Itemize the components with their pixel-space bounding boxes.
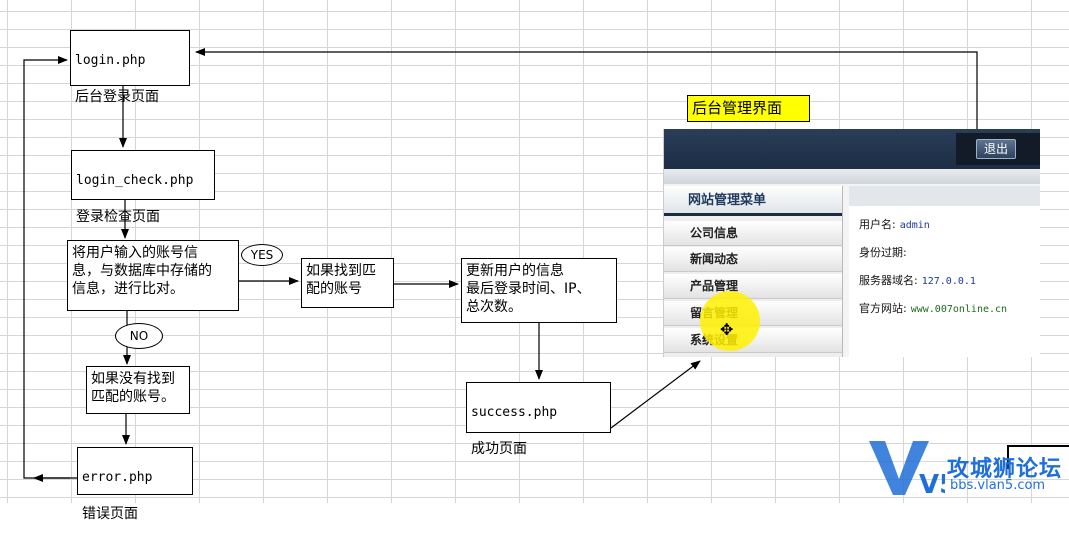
cursor-highlight bbox=[700, 291, 760, 351]
error-filename: error.php bbox=[82, 470, 153, 485]
box-not-found: 如果没有找到 匹配的账号。 bbox=[86, 366, 190, 414]
official-site-value[interactable]: www.007online.cn bbox=[910, 304, 1008, 315]
watermark-logo-text: V5 bbox=[919, 470, 945, 499]
info-row-identity-expiry: 身份过期: bbox=[859, 244, 911, 260]
logout-button[interactable]: 退出 bbox=[976, 139, 1016, 159]
cell-edge-box bbox=[1007, 445, 1069, 469]
menu-title: 网站管理菜单 bbox=[664, 186, 842, 216]
box-found: 如果找到匹 配的账号 bbox=[301, 258, 394, 308]
admin-sidebar-menu: 网站管理菜单 公司信息 新闻动态 产品管理 留言管理 系统设置 bbox=[664, 186, 843, 357]
yes-label: YES bbox=[241, 244, 283, 266]
success-description: 成功页面 bbox=[471, 441, 527, 457]
server-domain-value: 127.0.0.1 bbox=[921, 276, 976, 287]
mouse-cursor-icon: ✥ bbox=[720, 320, 734, 339]
watermark-logo-icon: V5 bbox=[869, 441, 945, 499]
watermark-text: 攻城狮论坛 bbox=[947, 457, 1063, 482]
identity-expiry-label: 身份过期: bbox=[859, 246, 907, 259]
username-label: 用户名: bbox=[859, 218, 896, 231]
menu-item-news[interactable]: 新闻动态 bbox=[664, 247, 842, 272]
info-row-server-domain: 服务器域名:127.0.0.1 bbox=[859, 272, 976, 288]
flow-arrows bbox=[23, 48, 978, 482]
admin-info-panel: 用户名:admin 身份过期: 服务器域名:127.0.0.1 官方网站:www… bbox=[849, 186, 1040, 357]
box-compare: 将用户输入的账号信 息，与数据库中存储的 信息，进行比对。 bbox=[67, 240, 239, 311]
no-label: NO bbox=[115, 323, 163, 349]
server-domain-label: 服务器域名: bbox=[859, 274, 918, 287]
username-value: admin bbox=[899, 220, 930, 231]
admin-subheader-strip bbox=[664, 169, 1040, 184]
login-check-filename: login_check.php bbox=[76, 173, 194, 188]
login-description: 后台登录页面 bbox=[75, 89, 159, 105]
arrow-success-to-admin bbox=[610, 360, 701, 429]
menu-item-company-info[interactable]: 公司信息 bbox=[664, 221, 842, 246]
error-description: 错误页面 bbox=[82, 506, 138, 522]
box-login: login.php 后台登录页面 bbox=[70, 30, 190, 105]
info-row-official-site: 官方网站:www.007online.cn bbox=[859, 300, 1007, 316]
menu-item-products[interactable]: 产品管理 bbox=[664, 274, 842, 299]
logout-area: 退出 bbox=[956, 133, 1040, 165]
info-row-username: 用户名:admin bbox=[859, 216, 930, 232]
box-success: success.php 成功页面 bbox=[466, 382, 611, 457]
arrow-admin-to-login bbox=[195, 48, 978, 129]
login-check-description: 登录检查页面 bbox=[76, 209, 160, 225]
box-login-check: login_check.php 登录检查页面 bbox=[71, 150, 215, 225]
official-site-label: 官方网站: bbox=[859, 302, 907, 315]
admin-caption: 后台管理界面 bbox=[687, 95, 810, 122]
success-filename: success.php bbox=[471, 405, 558, 420]
watermark-url: bbs.vlan5.com bbox=[950, 478, 1046, 493]
box-update: 更新用户的信息 最后登录时间、IP、 总次数。 bbox=[461, 258, 617, 323]
info-panel-header bbox=[849, 186, 1040, 206]
login-filename: login.php bbox=[75, 53, 146, 68]
box-error: error.php 错误页面 bbox=[77, 447, 193, 522]
